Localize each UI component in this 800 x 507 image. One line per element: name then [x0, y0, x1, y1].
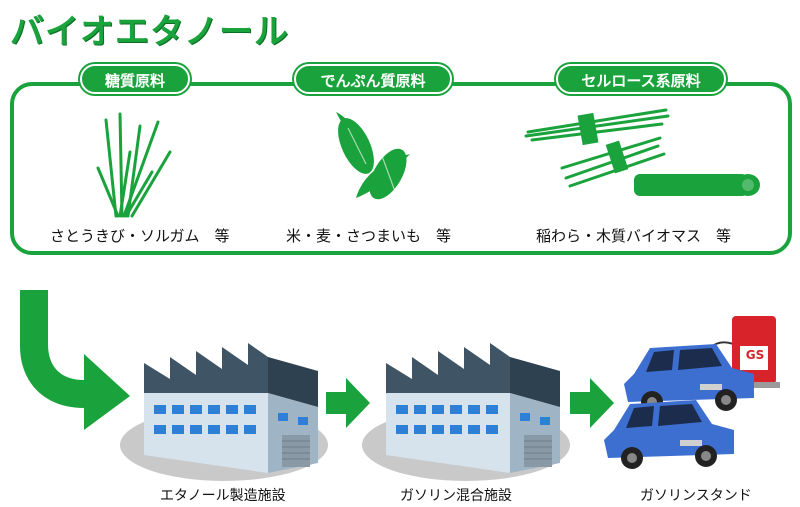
category-sugar-label: 糖質原料: [104, 72, 165, 90]
gas-station-illustration: [604, 316, 780, 469]
category-starch-pill: でんぷん質原料: [294, 64, 452, 94]
flow-arrow-2: [570, 378, 614, 428]
gs-sign-text: GS: [745, 348, 765, 362]
pump-sign-panel: [740, 346, 768, 370]
page-title: バイオエタノール: [10, 12, 289, 52]
starch-examples-text: 米・麦・さつまいも 等: [286, 227, 452, 245]
flow-arrow-1: [326, 378, 370, 428]
flow-curved-arrow: [20, 290, 130, 430]
category-starch-label: でんぷん質原料: [320, 72, 426, 90]
sugarcane-illustration: [96, 112, 172, 218]
ethanol-plant-illustration: [120, 343, 328, 481]
gasoline-mixing-plant-illustration: [362, 343, 570, 481]
wood-biomass-illustration: [634, 174, 760, 196]
cellulose-examples-text: 稲わら・木質バイオマス 等: [536, 227, 732, 245]
category-cellulose-pill: セルロース系原料: [556, 64, 726, 94]
category-sugar-pill: 糖質原料: [80, 64, 190, 94]
ethanol-plant-label: エタノール製造施設: [160, 488, 286, 504]
sugar-examples-text: さとうきび・ソルガム 等: [50, 227, 230, 245]
corn-illustration: [336, 112, 410, 200]
gasoline-mixing-plant-label: ガソリン混合施設: [400, 488, 512, 504]
gas-station-label: ガソリンスタンド: [640, 488, 752, 504]
rice-straw-illustration: [524, 108, 670, 188]
category-cellulose-label: セルロース系原料: [581, 72, 701, 90]
